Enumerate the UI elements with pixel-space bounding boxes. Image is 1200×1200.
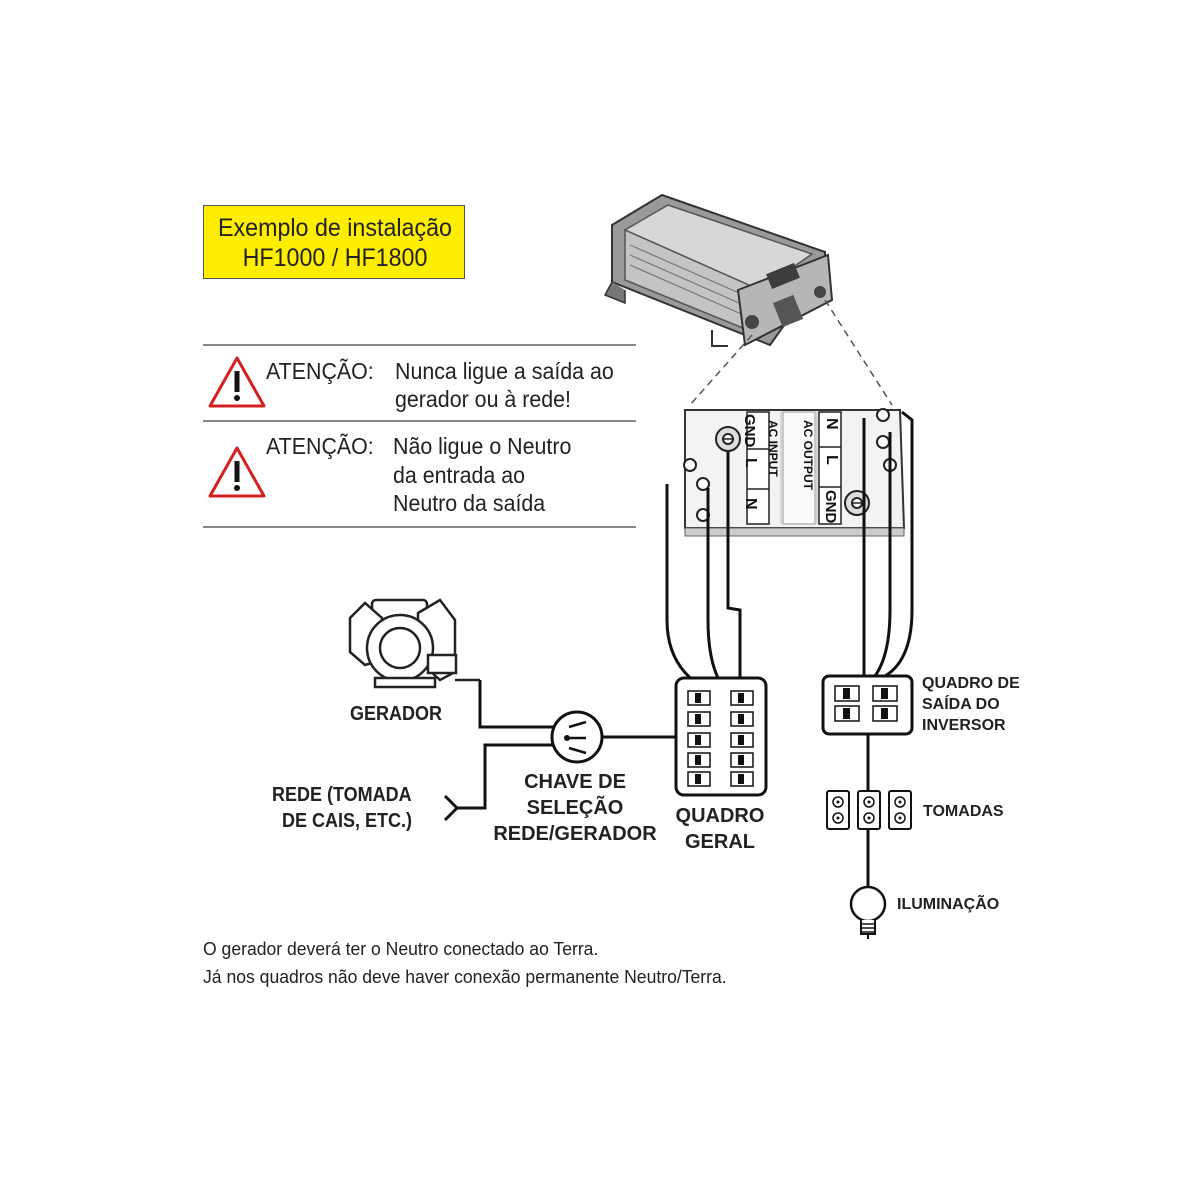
wires-source: [443, 680, 676, 822]
projection-lines: [689, 299, 893, 406]
warning-triangle-icon: [208, 356, 266, 408]
warning-1-line-2: gerador ou à rede!: [395, 386, 572, 412]
inverter-panel-label-line-3: INVERSOR: [922, 717, 1006, 734]
warning-triangle-icon: [208, 446, 266, 498]
terminal-output-gnd: GND: [822, 490, 839, 524]
terminal-input-l: L: [742, 458, 759, 468]
main-panel-icon: [674, 676, 768, 797]
inverter-panel-label-line-1: QUADRO DE: [922, 675, 1020, 692]
title-line-2: HF1000 / HF1800: [242, 244, 428, 272]
inverter-panel-label-line-2: SAÍDA DO: [922, 696, 1000, 713]
ac-output-label: AC OUTPUT: [801, 420, 815, 490]
light-bulb-icon: [849, 885, 887, 939]
inverter-panel-icon: [821, 674, 914, 736]
outlets-label: TOMADAS: [923, 803, 1004, 820]
note-line-2: Já nos quadros não deve haver conexão pe…: [203, 966, 727, 987]
warning-2-line-3: Neutro da saída: [393, 490, 546, 516]
warning-2-line-2: da entrada ao: [393, 462, 526, 488]
terminal-input-n: N: [742, 498, 759, 510]
wires-output: [862, 410, 914, 678]
main-panel-label-line-1: QUADRO: [675, 805, 765, 827]
warning-2-line-1: Não ligue o Neutro: [393, 433, 572, 459]
warning-2-prefix: ATENÇÃO:: [266, 433, 374, 459]
note-line-1: O gerador deverá ter o Neutro conectado …: [203, 938, 599, 959]
title-box: Exemplo de instalação HF1000 / HF1800: [203, 205, 465, 279]
terminal-output-n: N: [823, 418, 840, 430]
warning-dividers: [203, 344, 636, 528]
terminal-input-gnd: GND: [741, 414, 758, 448]
lighting-label: ILUMINAÇÃO: [897, 896, 1000, 913]
grid-label-line-1: REDE (TOMADA: [272, 784, 412, 806]
ac-input-label: AC INPUT: [766, 420, 780, 477]
inverter-device-icon: [603, 193, 834, 347]
selector-label-line-1: CHAVE DE: [524, 771, 626, 793]
generator-icon: [348, 598, 480, 689]
warning-1-line-1: Nunca ligue a saída ao: [395, 358, 614, 384]
selector-label-line-3: REDE/GERADOR: [493, 823, 657, 845]
terminal-output-l: L: [823, 455, 840, 465]
main-panel-label-line-2: GERAL: [685, 831, 755, 853]
selector-label-line-2: SELEÇÃO: [526, 797, 624, 819]
title-line-1: Exemplo de instalação: [218, 214, 452, 242]
terminal-block: [683, 408, 906, 537]
selector-switch-icon: [550, 710, 604, 764]
outlet-icon: [826, 790, 912, 830]
warning-1-prefix: ATENÇÃO:: [266, 358, 374, 384]
grid-label-line-2: DE CAIS, ETC.): [282, 810, 413, 832]
generator-label: GERADOR: [350, 703, 443, 725]
